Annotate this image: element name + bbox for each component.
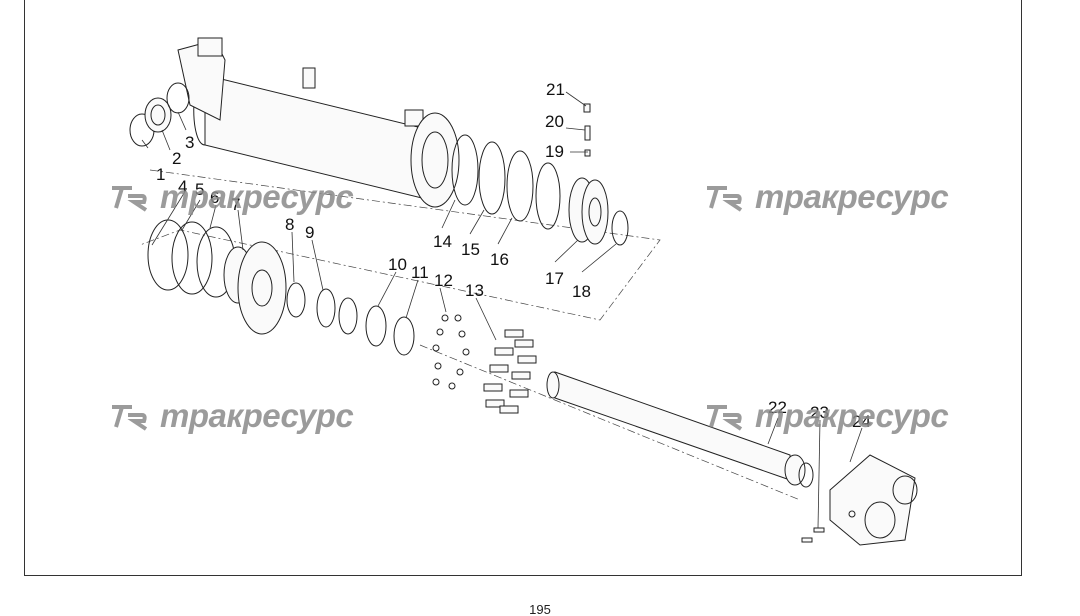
callout-17: 17 <box>545 269 564 288</box>
callout-6: 6 <box>210 188 219 207</box>
screw-23 <box>801 527 825 543</box>
logo-icon <box>707 186 743 212</box>
callout-23: 23 <box>810 403 829 422</box>
callout-20: 20 <box>545 112 564 131</box>
barrel-flange <box>410 112 460 208</box>
callout-24: 24 <box>852 412 871 431</box>
exploded-parts-diagram: 1 2 3 4 5 6 7 8 9 10 11 12 13 14 15 16 1… <box>129 37 918 546</box>
watermark-bottom-left: тракресурс <box>110 397 354 435</box>
callout-3: 3 <box>185 133 194 152</box>
watermark-top-left: тракресурс <box>110 178 354 216</box>
logo-icon <box>707 405 743 431</box>
leader-lines <box>141 91 863 529</box>
gland-7 <box>223 241 287 335</box>
callout-2: 2 <box>172 149 181 168</box>
callout-7: 7 <box>231 195 240 214</box>
callout-1: 1 <box>156 165 165 184</box>
watermark-text: тракресурс <box>160 178 354 215</box>
seals-14-16 <box>451 134 561 230</box>
callout-14: 14 <box>433 232 452 251</box>
callout-10: 10 <box>388 255 407 274</box>
bolts-13 <box>483 329 537 414</box>
callout-21: 21 <box>546 80 565 99</box>
rings-4-6 <box>147 219 236 298</box>
fittings-19-21 <box>583 103 591 157</box>
assembly-axis-lines <box>139 169 801 501</box>
rings-1-3 <box>129 82 190 147</box>
watermark-text: тракресурс <box>755 178 949 215</box>
callout-9: 9 <box>305 223 314 242</box>
callout-13: 13 <box>465 281 484 300</box>
watermark-top-right: тракресурс <box>705 178 949 216</box>
callout-19: 19 <box>545 142 564 161</box>
watermark-text: тракресурс <box>160 397 354 434</box>
callout-18: 18 <box>572 282 591 301</box>
barrel-end-cap <box>177 37 226 121</box>
callout-22: 22 <box>768 398 787 417</box>
callout-labels: 1 2 3 4 5 6 7 8 9 10 11 12 13 14 15 16 1… <box>156 80 871 431</box>
seals-8-11 <box>286 282 415 356</box>
piston-rod-22 <box>546 371 814 488</box>
callout-5: 5 <box>195 180 204 199</box>
drawing-frame <box>24 0 1022 576</box>
watermark-bottom-right: тракресурс <box>705 397 949 435</box>
callout-15: 15 <box>461 240 480 259</box>
piston-17 <box>568 177 629 246</box>
callout-11: 11 <box>411 263 429 282</box>
rod-eye-24 <box>829 454 918 546</box>
logo-icon <box>112 186 148 212</box>
callout-12: 12 <box>434 271 453 290</box>
page-number: 195 <box>529 603 551 616</box>
callout-16: 16 <box>490 250 509 269</box>
watermark-text: тракресурс <box>755 397 949 434</box>
washers-12 <box>432 314 470 390</box>
logo-icon <box>112 405 148 431</box>
callout-8: 8 <box>285 215 294 234</box>
callout-4: 4 <box>178 177 187 196</box>
